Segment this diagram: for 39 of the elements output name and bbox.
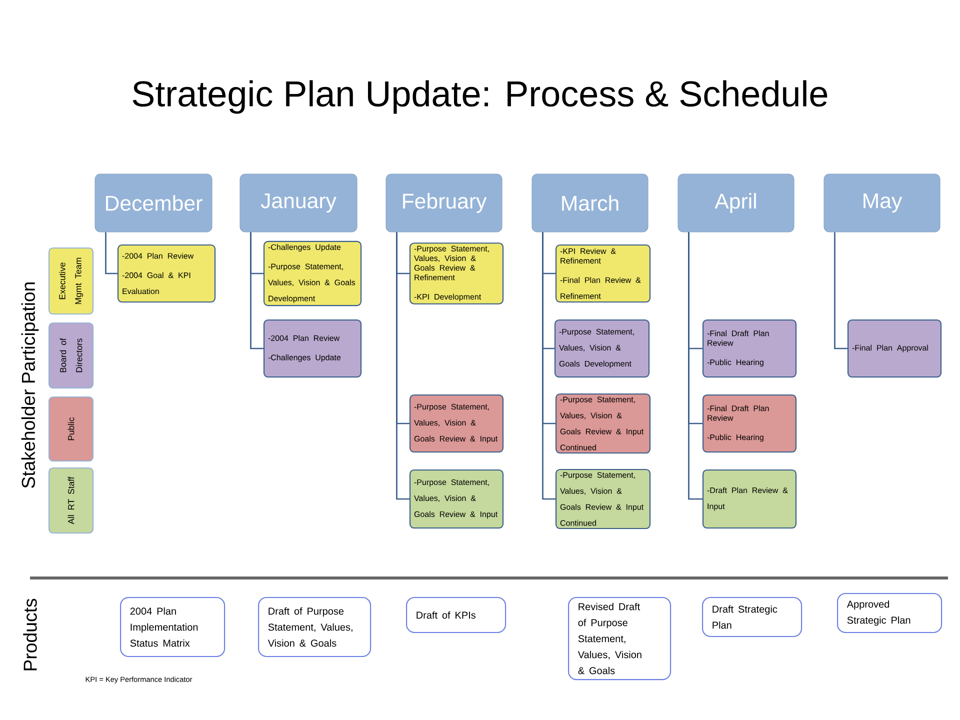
activity-box: -Purpose Statement, Values, Vision & Goals Review & Input Continued <box>555 393 651 454</box>
activity-box: -Purpose Statement, Values, Vision & Goals Review & Input Continued <box>555 468 651 530</box>
activity-box: -Challenges Update -Purpose Statement, Values, Vision & Goals Development <box>263 240 362 306</box>
activity-box: -Purpose Statement, Values, Vision & Goals Review & Input <box>409 394 504 453</box>
month-box: February <box>386 174 502 232</box>
activity-box: -Draft Plan Review & Input <box>702 469 797 529</box>
axis-label: Stakeholder Participation <box>21 282 39 488</box>
month-box: March <box>532 174 648 232</box>
activity-box: -KPI Review & Refinement -Final Plan Review & Refinement <box>555 244 651 303</box>
month-box: May <box>824 174 940 232</box>
stakeholder-box: Public <box>48 396 94 462</box>
connector-line <box>834 232 848 350</box>
activity-box: -Final Draft Plan Review -Public Hearing <box>702 319 797 378</box>
product-box: Draft of KPIs <box>406 597 506 634</box>
title: Strategic Plan Update: Process & Schedule <box>132 80 828 114</box>
connector-line <box>105 232 118 274</box>
connector-line <box>396 232 410 500</box>
connector-line <box>542 232 556 500</box>
activity-box: -Final Plan Approval <box>847 319 942 378</box>
stakeholder-box: All RT Staff <box>48 467 94 534</box>
month-box: December <box>94 174 212 232</box>
stakeholder-box: Executive Mgmt Team <box>48 247 94 315</box>
month-box: April <box>678 174 794 232</box>
product-box: Approved Strategic Plan <box>837 593 942 634</box>
product-box: Revised Draft of Purpose Statement, Values, Vision & Goals <box>568 597 672 680</box>
product-box: Draft of Purpose Statement, Values, Vision & Goals <box>258 597 372 658</box>
connector-line <box>250 232 264 350</box>
section-label: Products <box>23 598 37 670</box>
month-box: January <box>240 174 358 232</box>
product-box: 2004 Plan Implementation Status Matrix <box>120 597 226 658</box>
activity-box: -Purpose Statement, Values, Vision & Goals Review & Input <box>409 469 504 529</box>
connector-line <box>688 232 702 500</box>
activity-box: -2004 Plan Review -2004 Goal & KPI Evaluation <box>117 244 216 303</box>
stakeholder-box: Board of Directors <box>48 322 94 389</box>
activity-box: -Purpose Statement, Values, Vision & Goals Review & Refinement -KPI Development <box>409 242 504 304</box>
product-box: Draft Strategic Plan <box>702 597 802 638</box>
activity-box: -Purpose Statement, Values, Vision & Goals Development <box>554 319 650 378</box>
activity-box: -2004 Plan Review -Challenges Update <box>263 319 362 378</box>
activity-box: -Final Draft Plan Review -Public Hearing <box>702 394 797 453</box>
